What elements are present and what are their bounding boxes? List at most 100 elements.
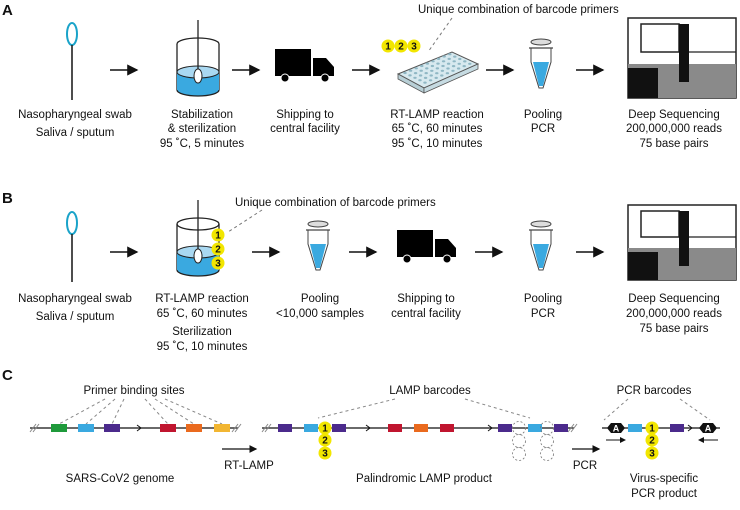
plate-well xyxy=(440,69,445,72)
barcode-a-2: 2 xyxy=(398,42,404,53)
swab-label-line1: Nasopharyngeal swab xyxy=(18,109,132,121)
plate-well xyxy=(418,79,422,82)
rtlamp-a-line1: RT-LAMP reaction xyxy=(390,109,484,121)
sequencing-b-line1: Deep Sequencing xyxy=(628,293,719,305)
swab-icon xyxy=(66,22,78,100)
plate-well xyxy=(435,72,439,75)
plate-well xyxy=(413,72,418,75)
plate-well xyxy=(441,60,446,63)
plate-well xyxy=(423,81,427,84)
pooling-pcr-b-line2: PCR xyxy=(531,308,555,320)
swab-icon xyxy=(66,211,78,282)
adapter-a-right: A xyxy=(705,424,712,434)
sequencing-a-line2: 200,000,000 reads xyxy=(626,123,722,135)
rtlamp-b-line1: RT-LAMP reaction xyxy=(155,293,249,305)
plate-well xyxy=(456,67,461,70)
genome-label: SARS-CoV2 genome xyxy=(66,473,175,485)
swab-b-line1: Nasopharyngeal swab xyxy=(18,293,132,305)
sterilization-line2: 95 ˚C, 10 minutes xyxy=(157,341,248,353)
truck-icon xyxy=(275,49,334,83)
barcode-a-3: 3 xyxy=(411,42,417,53)
stabilization-line2: & sterilization xyxy=(168,123,236,135)
barcode-a-1: 1 xyxy=(385,42,391,53)
plate-well xyxy=(435,67,440,70)
pcr-product-strand: A A xyxy=(602,423,720,443)
plate-well xyxy=(420,64,424,68)
plate-well xyxy=(451,69,455,72)
plate-well xyxy=(452,60,456,63)
plate-well xyxy=(431,60,435,63)
plate-well xyxy=(462,65,466,68)
plate-well xyxy=(408,74,412,77)
plate-well xyxy=(446,67,450,70)
shipping-b-line1: Shipping to xyxy=(397,293,455,305)
shipping-b-line2: central facility xyxy=(391,308,461,320)
barcode-circles-a: 1 2 3 xyxy=(381,39,421,53)
plate-well xyxy=(428,79,433,82)
lamp-barcode-1: 1 xyxy=(322,424,328,435)
callout-b: Unique combination of barcode primers xyxy=(235,197,436,209)
sample-tube-icon xyxy=(176,20,220,97)
plate-well xyxy=(430,64,435,68)
lamp-barcode-3: 3 xyxy=(322,449,328,460)
plate-well xyxy=(408,69,413,72)
plate-well xyxy=(430,69,434,72)
plate-well xyxy=(440,74,444,77)
rt-lamp-arrow-label: RT-LAMP xyxy=(224,460,274,472)
pcr-barcode-1: 1 xyxy=(649,424,655,435)
plate-well xyxy=(434,76,438,79)
sequencer-icon xyxy=(627,204,737,281)
panel-label-c: C xyxy=(2,367,13,384)
well-plate-icon xyxy=(396,51,480,94)
panel-label-a: A xyxy=(2,2,13,19)
shipping-line2: central facility xyxy=(270,123,340,135)
pcr-barcode-2: 2 xyxy=(649,436,655,447)
plate-well xyxy=(463,60,467,63)
sequencing-b-line3: 75 base pairs xyxy=(639,323,708,335)
microtube-icon xyxy=(529,38,553,89)
plate-well xyxy=(413,76,417,79)
lamp-barcode-2: 2 xyxy=(322,436,328,447)
barcode-circles-b: 1 2 3 xyxy=(211,228,225,270)
primer-binding-sites-label: Primer binding sites xyxy=(84,385,185,397)
sterilization-line1: Sterilization xyxy=(172,326,231,338)
pooling-pcr-b-line1: Pooling xyxy=(524,293,562,305)
plate-well xyxy=(448,53,452,56)
plate-well xyxy=(447,57,451,61)
plate-well xyxy=(446,62,451,65)
plate-well xyxy=(468,62,472,65)
plate-well xyxy=(424,72,428,75)
pooling-b-line2: <10,000 samples xyxy=(276,308,364,320)
primer-leader-lines xyxy=(58,398,223,425)
plate-well xyxy=(445,72,450,75)
plate-well xyxy=(419,69,423,72)
plate-well xyxy=(436,62,440,65)
sequencer-icon xyxy=(627,17,737,99)
rtlamp-a-line3: 95 ˚C, 10 minutes xyxy=(392,138,483,150)
pcr-product-line2: PCR product xyxy=(631,488,698,500)
plate-well xyxy=(403,71,407,75)
lamp-product-label: Palindromic LAMP product xyxy=(356,473,493,485)
callout-a: Unique combination of barcode primers xyxy=(418,4,619,16)
barcode-b-2: 2 xyxy=(215,245,221,256)
plate-well xyxy=(423,76,428,79)
plate-well xyxy=(442,55,446,58)
sequencing-a-line1: Deep Sequencing xyxy=(628,109,719,121)
plate-well xyxy=(436,57,441,61)
rtlamp-a-line2: 65 ˚C, 60 minutes xyxy=(392,123,483,135)
plate-well xyxy=(418,74,423,77)
plate-well xyxy=(429,74,433,77)
microtube-icon xyxy=(529,220,553,271)
pcr-leader-lines xyxy=(603,398,711,421)
sars-cov2-genome-strand xyxy=(29,423,242,433)
plate-well xyxy=(425,67,429,70)
pcr-barcode-circles: 1 2 3 xyxy=(645,421,659,460)
stabilization-line1: Stabilization xyxy=(171,109,233,121)
shipping-line1: Shipping to xyxy=(276,109,334,121)
sequencing-b-line2: 200,000,000 reads xyxy=(626,308,722,320)
lamp-leader-lines xyxy=(317,398,531,419)
callout-b-leader xyxy=(227,209,263,233)
pcr-arrow-label: PCR xyxy=(573,460,597,472)
pcr-barcodes-label: PCR barcodes xyxy=(617,385,692,397)
plate-well xyxy=(457,62,461,65)
